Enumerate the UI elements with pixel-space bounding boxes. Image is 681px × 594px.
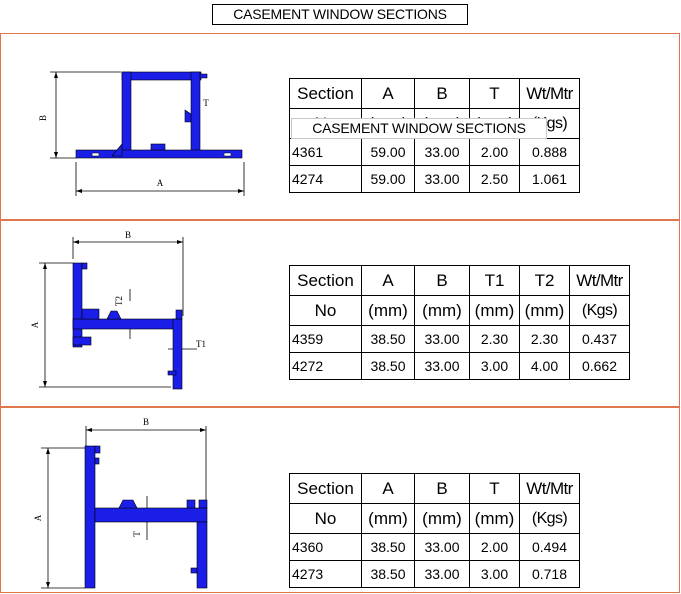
table-cell: 38.50: [361, 325, 415, 353]
page-title: CASEMENT WINDOW SECTIONS: [212, 4, 468, 25]
spec-table-3: Section A B T Wt/Mtr No (mm) (mm) (mm) (…: [289, 473, 580, 588]
table-header-cell: T: [469, 473, 520, 504]
table-row: 4272 38.50 33.00 3.00 4.00 0.662: [289, 352, 630, 380]
table-cell: 38.50: [361, 560, 415, 588]
table-cell: 33.00: [414, 352, 470, 380]
table-cell: 59.00: [361, 165, 415, 193]
profile-drawing-2: A B T2 T1: [30, 230, 206, 390]
table-cell: 2.30: [469, 325, 520, 353]
dim-label-a: A: [157, 178, 164, 188]
table-cell: 4360: [289, 533, 362, 561]
table-header-cell: (mm): [361, 295, 415, 326]
table-header-cell: T2: [519, 265, 570, 296]
table-cell: 3.00: [469, 352, 520, 380]
table-header-cell: A: [361, 265, 415, 296]
table-header-cell: (mm): [469, 503, 520, 534]
table-header-cell: Section: [289, 78, 362, 109]
table-header-cell: Wt/Mtr: [519, 473, 580, 504]
table-cell: 0.888: [519, 138, 580, 166]
table-header-cell: B: [414, 265, 470, 296]
dim-label-b: B: [38, 115, 48, 121]
overlay-title-label: CASEMENT WINDOW SECTIONS: [291, 118, 547, 139]
table-cell: 0.494: [519, 533, 580, 561]
table-cell: 1.061: [519, 165, 580, 193]
profile-shape-2: [72, 262, 183, 390]
table-row: 4360 38.50 33.00 2.00 0.494: [289, 533, 580, 561]
table-cell: 2.50: [469, 165, 520, 193]
table-cell: 33.00: [414, 533, 470, 561]
dim-label-b: B: [125, 230, 131, 240]
table-header-cell: T1: [469, 265, 520, 296]
profile-shape-3: [84, 445, 208, 589]
table-header-cell: A: [361, 473, 415, 504]
table-cell: 4359: [289, 325, 362, 353]
table-header-cell: (mm): [414, 295, 470, 326]
table-header-cell: No: [289, 295, 362, 326]
table-header-cell: T: [469, 78, 520, 109]
table-cell: 33.00: [414, 560, 470, 588]
table-cell: 4.00: [519, 352, 570, 380]
profile-drawing-1: B A T: [38, 71, 245, 196]
table-cell: 3.00: [469, 560, 520, 588]
section-panel-1: B A T Section A B T Wt/Mtr No (mm) (mm) …: [0, 33, 680, 220]
dim-label-t1: T1: [196, 339, 206, 349]
table-row: 4274 59.00 33.00 2.50 1.061: [289, 165, 580, 193]
dim-label-a: A: [33, 514, 43, 521]
dim-label-b: B: [143, 417, 149, 427]
table-header-cell: Section: [289, 265, 362, 296]
table-cell: 4273: [289, 560, 362, 588]
table-cell: 38.50: [361, 352, 415, 380]
table-header-cell: A: [361, 78, 415, 109]
table-cell: 0.437: [569, 325, 630, 353]
table-cell: 0.662: [569, 352, 630, 380]
dim-label-t: T: [203, 98, 209, 108]
table-cell: 59.00: [361, 138, 415, 166]
section-panel-3: A B T Section A B T Wt/Mtr No (mm) (mm) …: [0, 407, 680, 593]
table-header-cell: (mm): [519, 295, 570, 326]
table-header-cell: (Kgs): [569, 295, 630, 326]
profile-drawing-3: A B T: [33, 417, 208, 589]
dim-label-t2: T2: [114, 296, 124, 306]
table-cell: 2.30: [519, 325, 570, 353]
spec-table-2: Section A B T1 T2 Wt/Mtr No (mm) (mm) (m…: [289, 265, 630, 380]
table-cell: 4272: [289, 352, 362, 380]
table-header-cell: B: [414, 473, 470, 504]
table-header-cell: (mm): [469, 295, 520, 326]
table-cell: 33.00: [414, 138, 470, 166]
table-cell: 2.00: [469, 138, 520, 166]
table-cell: 4274: [289, 165, 362, 193]
table-row: 4361 59.00 33.00 2.00 0.888: [289, 138, 580, 166]
dim-label-a: A: [30, 321, 40, 328]
table-row: 4273 38.50 33.00 3.00 0.718: [289, 560, 580, 588]
table-cell: 33.00: [414, 165, 470, 193]
table-cell: 38.50: [361, 533, 415, 561]
table-cell: 33.00: [414, 325, 470, 353]
table-header-cell: (Kgs): [519, 503, 580, 534]
table-header-cell: Wt/Mtr: [569, 265, 630, 296]
table-header-cell: (mm): [414, 503, 470, 534]
table-cell: 0.718: [519, 560, 580, 588]
table-header-cell: No: [289, 503, 362, 534]
table-header-cell: Section: [289, 473, 362, 504]
table-cell: 2.00: [469, 533, 520, 561]
table-cell: 4361: [289, 138, 362, 166]
dim-label-t: T: [132, 531, 142, 537]
profile-shape-1: [75, 71, 243, 159]
section-panel-2: A B T2 T1 Section A B T1 T2 Wt/Mtr No (m…: [0, 220, 680, 407]
table-header-cell: (mm): [361, 503, 415, 534]
table-header-cell: Wt/Mtr: [519, 78, 580, 109]
table-header-cell: B: [414, 78, 470, 109]
table-row: 4359 38.50 33.00 2.30 2.30 0.437: [289, 325, 630, 353]
